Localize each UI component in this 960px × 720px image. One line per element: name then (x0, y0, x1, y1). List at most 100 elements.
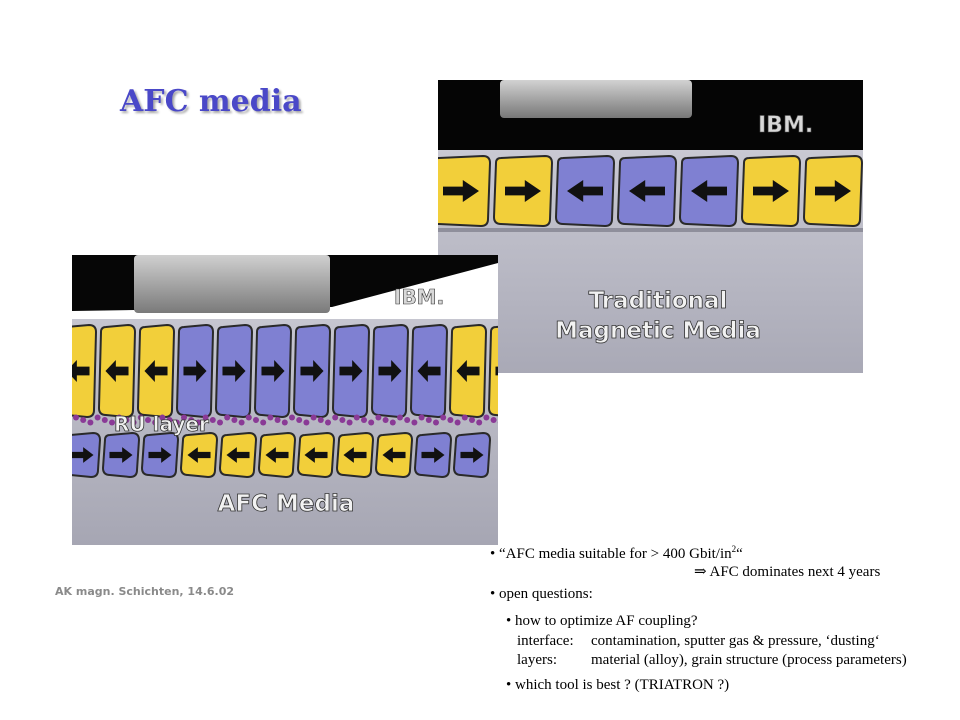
bullet-2b-text: which tool is best ? (TRIATRON ?) (515, 677, 730, 693)
ru-atom (469, 417, 475, 423)
arrow-right-icon (421, 447, 445, 463)
layers-row: layers: material (alloy), grain structure… (517, 651, 907, 670)
arrow-left-icon (567, 180, 603, 202)
ru-atom (303, 419, 310, 426)
read-head-icon (134, 255, 330, 313)
magnetic-grain (487, 325, 498, 417)
traditional-caption-line1: Traditional (589, 288, 728, 314)
ru-atom (310, 414, 317, 421)
ru-atom (490, 417, 497, 423)
ru-atom (411, 419, 418, 426)
arrow-left-icon (456, 360, 480, 382)
ru-atom (397, 414, 403, 421)
ru-atom (418, 414, 425, 421)
arrow-left-icon (187, 447, 211, 463)
ru-atom (296, 417, 303, 423)
read-head-icon (500, 80, 692, 118)
traditional-media-image: IBM. Traditional Magnetic Media (438, 80, 863, 373)
ru-atom (73, 414, 79, 421)
arrow-left-icon (144, 360, 168, 382)
ru-atom (433, 419, 439, 426)
interface-row: interface:contamination, sputter gas & p… (517, 632, 880, 651)
arrow-right-icon (339, 360, 363, 382)
bullet-1-end: “ (736, 546, 743, 562)
arrow-left-icon (417, 360, 441, 382)
ru-atom (353, 414, 360, 421)
ru-atom (483, 414, 490, 421)
ru-atom (440, 414, 447, 421)
arrow-left-icon (226, 447, 250, 463)
ibm-logo: IBM. (394, 285, 444, 309)
ru-atom (87, 419, 94, 426)
ru-atom (404, 417, 411, 423)
ru-atom (476, 419, 483, 426)
ru-atom (130, 419, 137, 426)
arrow-right-icon (183, 360, 207, 382)
slide-title: AFC media (120, 84, 302, 119)
arrow-right-icon (261, 360, 285, 382)
ru-atom (209, 417, 216, 423)
interface-label: interface: (517, 633, 574, 649)
traditional-caption-line2: Magnetic Media (555, 318, 761, 344)
ru-atom (281, 419, 288, 426)
ru-atom (332, 414, 339, 421)
ru-atom (152, 419, 159, 426)
bullet-2b: • which tool is best ? (TRIATRON ?) (506, 676, 729, 695)
arrow-right-icon (505, 180, 541, 202)
ru-atom (368, 419, 375, 426)
ru-atom (123, 417, 130, 423)
bullet-1: • “AFC media suitable for > 400 Gbit/in2… (490, 540, 743, 564)
afc-media-image: IBM. RU layer AFC Media (72, 255, 498, 545)
ru-atom (116, 414, 123, 421)
ru-atom (217, 419, 223, 426)
ru-atom (137, 414, 144, 421)
bullet-1-sup: 2 (731, 544, 737, 554)
ru-atom (339, 417, 346, 423)
ru-atom (325, 419, 331, 426)
ru-atom (145, 417, 151, 423)
ru-atom (346, 419, 353, 426)
arrow-right-icon (148, 447, 172, 463)
ru-atom (181, 414, 187, 421)
ru-atom (425, 417, 432, 423)
ru-atom (195, 419, 202, 426)
arrow-left-icon (691, 180, 727, 202)
arrow-left-icon (343, 447, 367, 463)
ru-atom (159, 414, 166, 421)
ru-atom (109, 419, 115, 426)
ru-atom (447, 417, 454, 423)
arrow-left-icon (265, 447, 289, 463)
ru-atom (101, 417, 108, 423)
ru-atom (166, 417, 173, 423)
bullet-dot-icon: • (506, 677, 512, 693)
ru-atom (224, 414, 231, 421)
ru-atom (173, 419, 180, 426)
bullet-2: • open questions: (490, 585, 593, 604)
arrow-right-icon (753, 180, 789, 202)
arrow-right-icon (378, 360, 402, 382)
ru-atom (375, 414, 382, 421)
ru-atom (454, 419, 461, 426)
bullet-2a-text: how to optimize AF coupling? (515, 613, 698, 629)
bullet-dot-icon: • (506, 613, 512, 629)
bullet-dot-icon: • (490, 586, 496, 602)
arrow-left-icon (629, 180, 665, 202)
arrow-right-icon (495, 366, 498, 376)
ru-atom (289, 414, 295, 421)
ru-atom (274, 417, 281, 423)
afc-media-caption: AFC Media (218, 491, 355, 517)
ru-atom (317, 417, 324, 423)
layers-label: layers: (517, 652, 557, 668)
arrow-right-icon (300, 360, 324, 382)
layers-text: material (alloy), grain structure (proce… (591, 652, 907, 668)
arrow-right-icon (109, 447, 133, 463)
arrow-left-icon (304, 447, 328, 463)
bullet-2-text: open questions: (499, 586, 593, 602)
bullet-1-text: “AFC media suitable for > 400 Gbit/in (499, 546, 732, 562)
ru-atom (389, 419, 396, 426)
arrow-right-icon (222, 360, 246, 382)
ru-atom (202, 414, 209, 421)
arrow-left-icon (105, 360, 129, 382)
ru-atom (461, 414, 468, 421)
ru-layer-label: RU layer (114, 412, 209, 436)
